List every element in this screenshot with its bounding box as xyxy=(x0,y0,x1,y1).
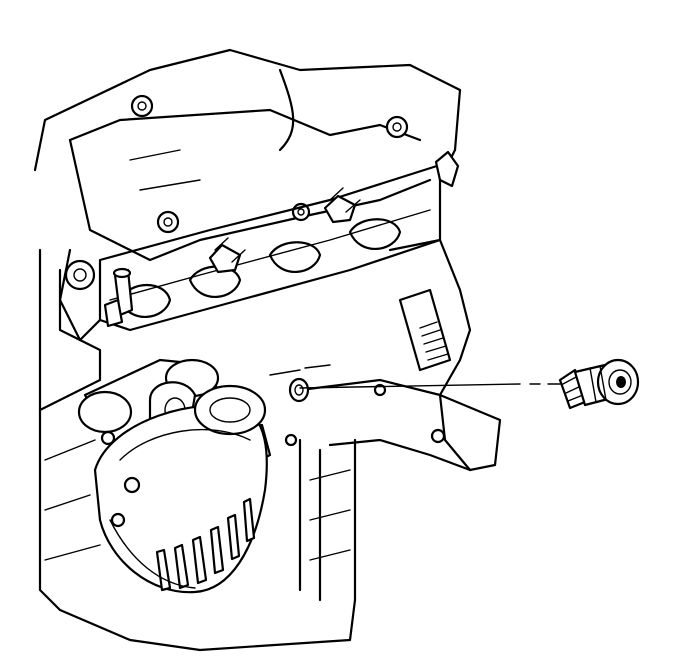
intake-manifold xyxy=(33,48,462,332)
sensor-port xyxy=(269,364,331,403)
mounting-bracket xyxy=(298,238,502,472)
oil-pressure-sensor xyxy=(558,358,640,410)
engine-block xyxy=(38,248,357,652)
leader-line xyxy=(299,383,561,389)
oil-filter xyxy=(93,384,268,594)
